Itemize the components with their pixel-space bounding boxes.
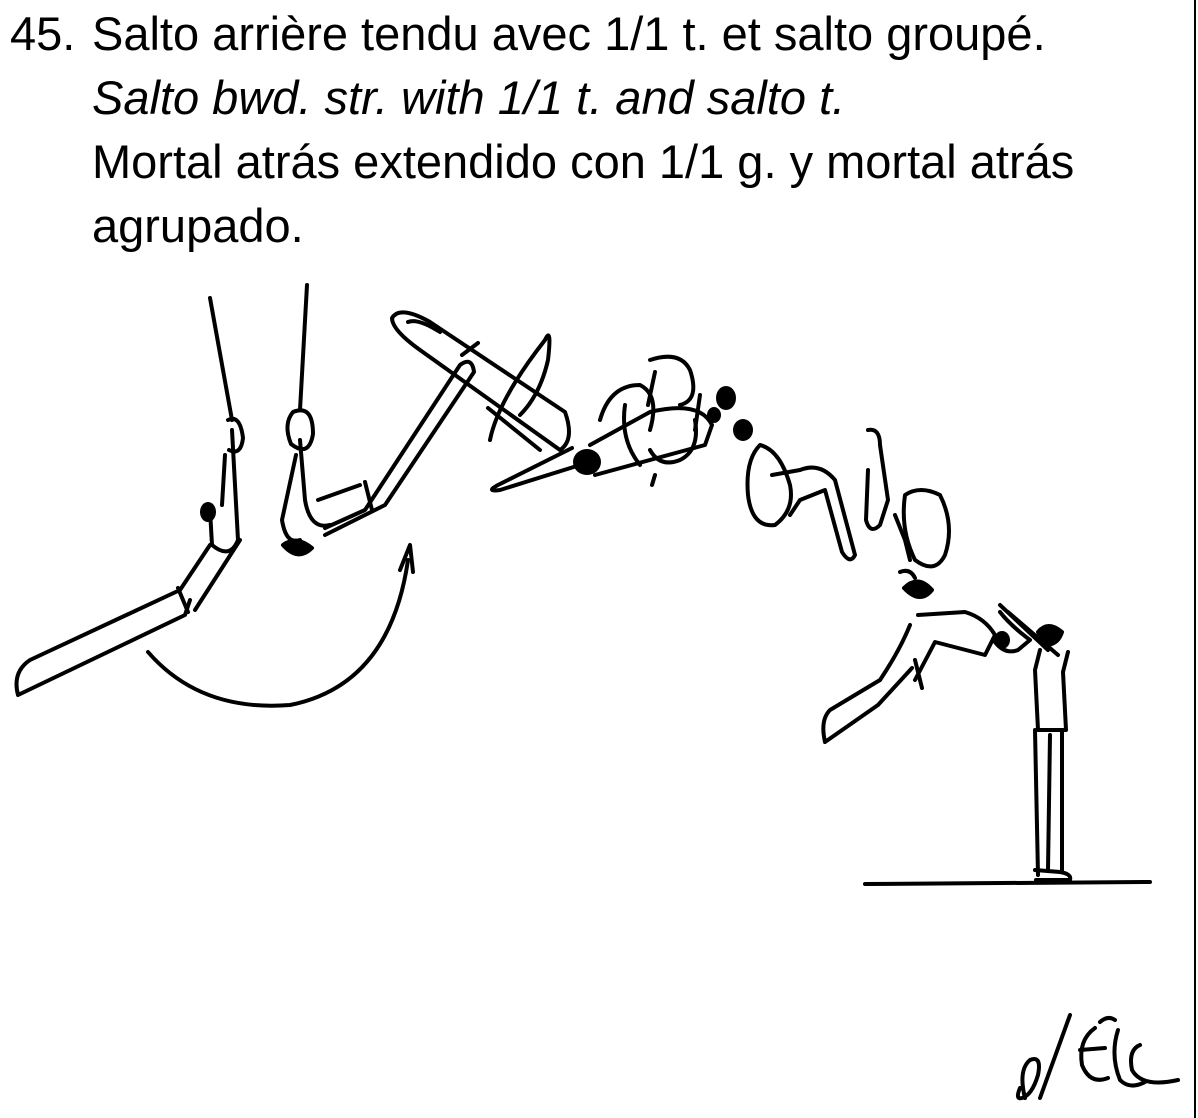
landing-mat-line	[865, 882, 1150, 884]
english-description: Salto bwd. str. with 1/1 t. and salto t.	[92, 66, 1196, 130]
figure-hang	[17, 430, 241, 695]
figure-extended-salto	[392, 312, 601, 490]
swing-arrow-icon	[148, 545, 413, 706]
figure-arch	[823, 612, 1030, 742]
element-number: 45.	[10, 2, 92, 258]
french-description: Salto arrière tendu avec 1/1 t. et salto…	[92, 2, 1196, 66]
element-entry: 45. Salto arrière tendu avec 1/1 t. et s…	[10, 2, 1196, 258]
figure-open	[895, 490, 949, 597]
dismount-illustration	[0, 270, 1198, 1118]
spanish-description-line-1: Mortal atrás extendido con 1/1 g. y mort…	[92, 130, 1196, 194]
spanish-description-line-2: agrupado.	[92, 194, 1196, 258]
figure-twist	[590, 357, 736, 485]
figure-stand	[1000, 605, 1070, 880]
figure-tuck	[733, 419, 888, 559]
element-descriptions: Salto arrière tendu avec 1/1 t. et salto…	[92, 2, 1196, 258]
figure-swing	[282, 362, 474, 555]
ring-straps	[210, 285, 307, 420]
ee-signature-icon	[1018, 1015, 1178, 1098]
